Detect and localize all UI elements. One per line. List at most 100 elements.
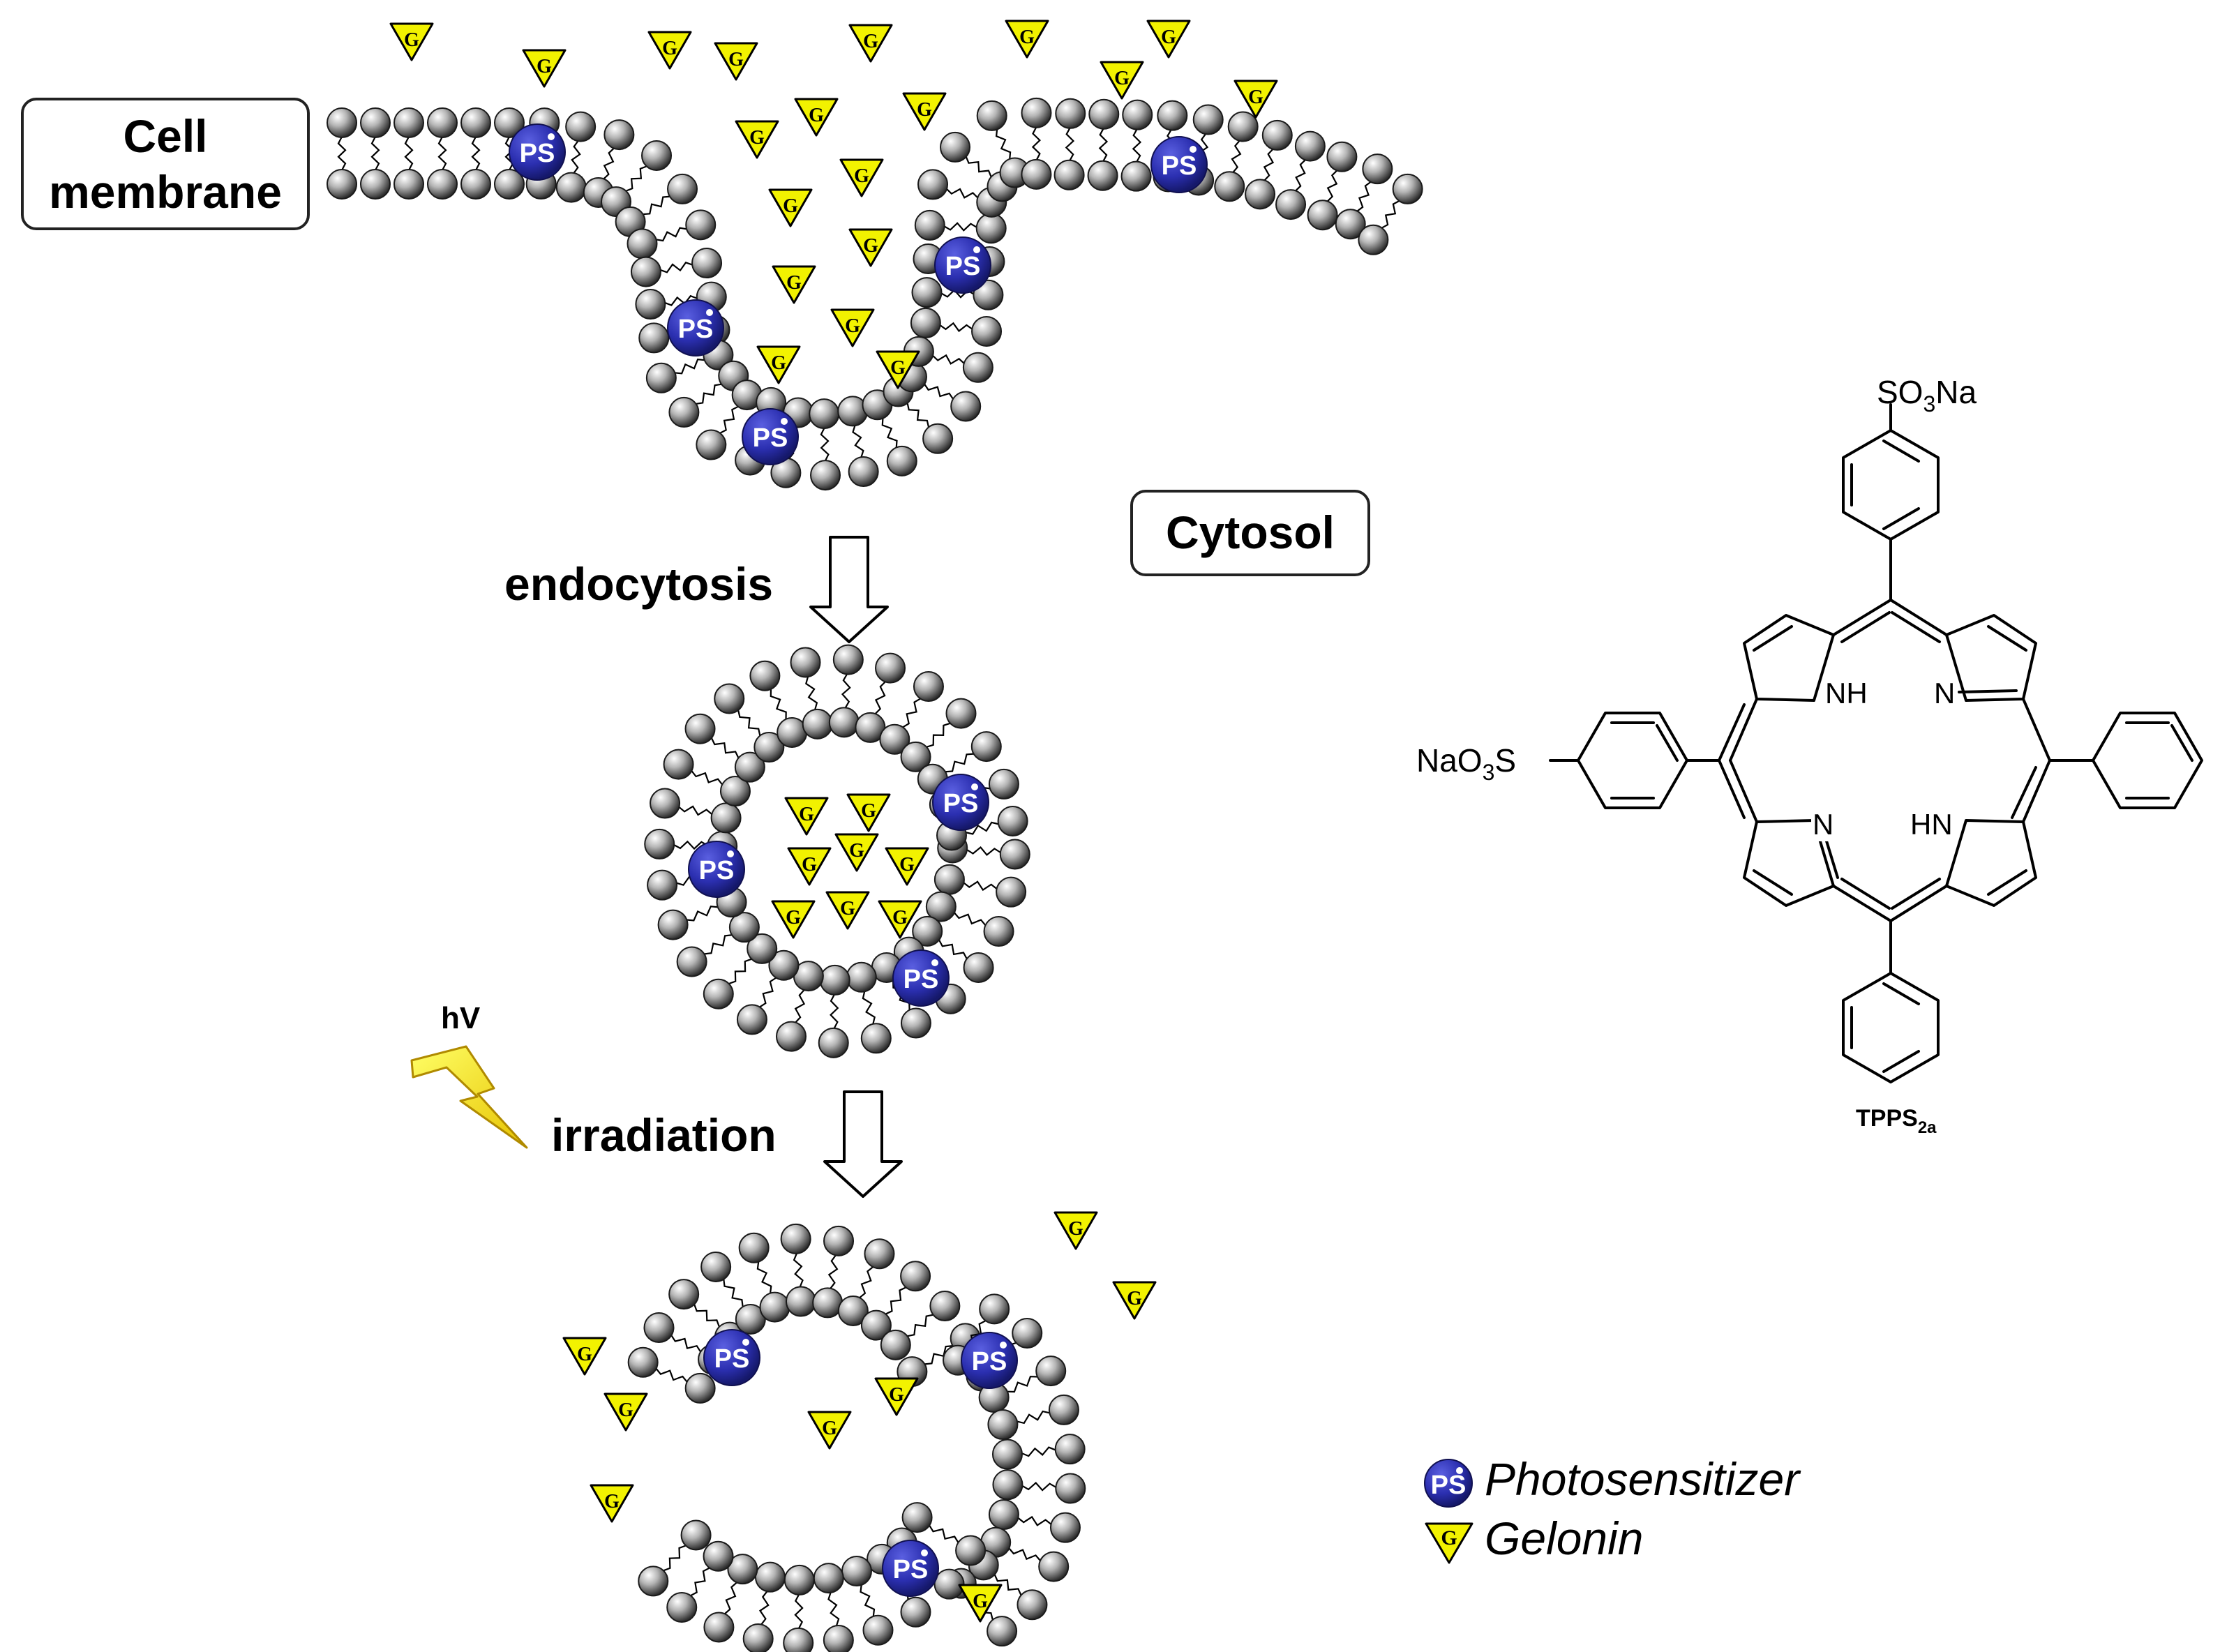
gelonin-icon: G <box>1112 1281 1157 1320</box>
lipid-head <box>1122 99 1153 130</box>
lipid-head <box>736 1004 767 1035</box>
lipid-head <box>917 169 949 200</box>
lipid-head <box>875 652 906 684</box>
gelonin-badge: G <box>863 31 878 52</box>
lipid-tail <box>670 1334 702 1353</box>
lipid-tail <box>737 709 761 737</box>
lipid-head <box>427 107 458 138</box>
lipid-tail <box>703 934 733 955</box>
lipid-tail <box>1065 127 1075 162</box>
lipid-head <box>955 1535 987 1566</box>
gelonin-icon: G <box>1233 80 1278 119</box>
lipid-head <box>676 946 707 977</box>
lipid-tail <box>995 128 1012 160</box>
photosensitizer-icon: PS <box>703 1329 760 1386</box>
gelonin-icon: G <box>735 120 779 159</box>
lipid-tail <box>710 737 740 759</box>
gelonin-badge: G <box>786 272 802 294</box>
lipid-head <box>647 869 678 901</box>
lipid-tail <box>938 938 968 960</box>
lipid-head <box>914 209 945 241</box>
lipid-head <box>1035 1356 1067 1387</box>
gelonin-icon: G <box>714 42 758 81</box>
lipid-head <box>775 1021 807 1052</box>
gelonin-badge: G <box>822 1418 837 1439</box>
lipid-head <box>1294 130 1326 162</box>
lipid-head <box>810 460 841 491</box>
lightning-bolt-icon <box>410 1045 528 1149</box>
lipid-head <box>1055 98 1086 129</box>
lipid-tail <box>1016 1410 1051 1425</box>
lipid-tail <box>673 840 709 850</box>
lipid-tail <box>1326 169 1338 203</box>
gelonin-icon: G <box>756 345 801 384</box>
cell-membrane-label-line1: Cell <box>123 110 207 162</box>
photosensitizer-icon: PS <box>932 774 989 831</box>
lipid-head <box>1362 153 1393 185</box>
lipid-head <box>663 749 694 780</box>
photosensitizer-icon: PS <box>882 1540 939 1597</box>
lipid-tail <box>690 769 723 786</box>
lipid-head <box>996 876 1027 908</box>
lipid-head <box>738 1232 770 1263</box>
lipid-head <box>1358 224 1389 255</box>
lipid-head <box>832 644 864 675</box>
gelonin-icon: G <box>848 24 893 63</box>
tpps2a-structure <box>1549 403 2203 1083</box>
lipid-head <box>790 647 821 678</box>
lipid-head <box>749 660 781 691</box>
lipid-tail <box>659 261 693 273</box>
gelonin-icon: G <box>830 308 875 347</box>
lipid-head <box>1017 1589 1048 1621</box>
gelonin-badge: G <box>1068 1218 1083 1240</box>
lipid-head <box>565 111 597 142</box>
lipid-head <box>684 1372 716 1404</box>
lipid-head <box>684 713 716 744</box>
lipid-tail <box>337 136 347 171</box>
lipid-tail <box>404 136 414 171</box>
lipid-head <box>950 391 982 422</box>
cytosol-label: Cytosol <box>1166 506 1335 558</box>
lipid-head <box>780 1223 811 1254</box>
n-atom-label-upper: N <box>1934 677 1955 709</box>
lipid-tail <box>928 1524 960 1544</box>
lipid-tail <box>794 1593 804 1630</box>
hn-atom-label: HN <box>1910 808 1953 841</box>
lipid-head <box>848 456 879 488</box>
lipid-head <box>1049 1512 1081 1543</box>
lipid-head <box>360 169 391 200</box>
lipid-head <box>1053 159 1085 190</box>
gelonin-icon: G <box>848 228 893 267</box>
lipid-head <box>735 1303 766 1335</box>
lipid-head <box>1392 173 1423 204</box>
lipid-head <box>1054 1434 1086 1465</box>
gelonin-badge: G <box>577 1344 592 1365</box>
lipid-tail <box>1017 1515 1053 1526</box>
lipid-tail <box>1356 181 1372 213</box>
lipid-head <box>747 933 778 964</box>
lipid-head <box>627 228 658 260</box>
lipid-head <box>1055 1473 1086 1504</box>
lipid-head <box>900 1596 931 1628</box>
lipid-head <box>650 788 681 819</box>
lipid-tail <box>901 697 922 728</box>
gelonin-icon: G <box>876 350 920 389</box>
n-atom-label-lower: N <box>1813 808 1833 841</box>
lipid-head <box>802 708 833 739</box>
gelonin-badge: G <box>662 38 677 59</box>
lipid-head <box>1335 209 1366 240</box>
lipid-head <box>975 213 1007 244</box>
lipid-tail <box>723 1278 744 1308</box>
gelonin-icon: G <box>874 1377 919 1416</box>
lipid-head <box>1038 1551 1070 1582</box>
ps-badge: PS <box>678 315 714 344</box>
lipid-head <box>900 1007 931 1039</box>
gelonin-icon: G <box>1100 61 1144 100</box>
lipid-tail <box>944 753 975 773</box>
gelonin-icon: G <box>807 1411 852 1450</box>
lipid-tail <box>1021 1481 1057 1492</box>
lipid-head <box>911 277 943 308</box>
legend: PS Photosensitizer G Gelonin <box>1424 1453 1801 1564</box>
cell-membrane-invagination <box>327 97 1423 491</box>
gelonin-icon: G <box>603 1392 648 1432</box>
